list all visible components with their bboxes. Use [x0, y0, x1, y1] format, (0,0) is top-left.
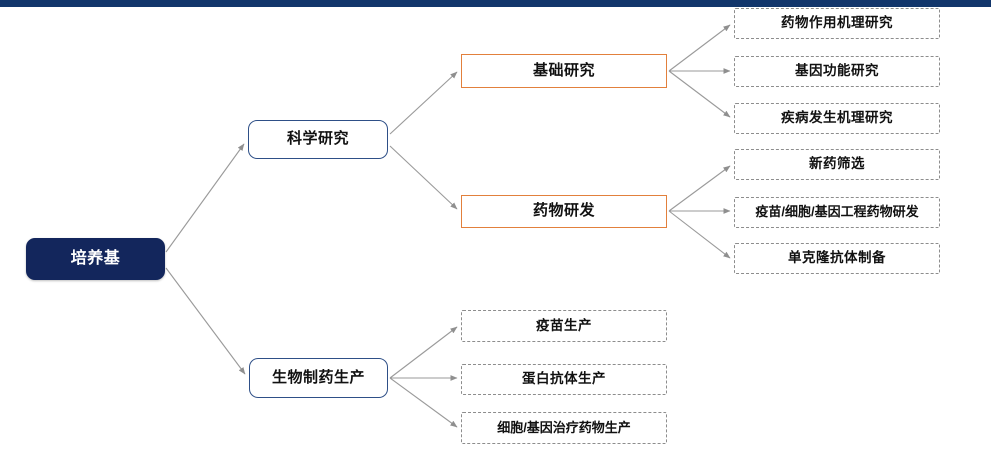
node-label: 新药筛选	[809, 156, 865, 172]
node-label: 生物制药生产	[271, 368, 365, 386]
node-drug[interactable]: 药物研发	[461, 195, 667, 228]
node-sci[interactable]: 科学研究	[248, 120, 388, 159]
node-label: 药物作用机理研究	[781, 15, 893, 31]
node-label: 单克隆抗体制备	[788, 250, 886, 266]
node-basic[interactable]: 基础研究	[461, 54, 667, 88]
node-l1[interactable]: 药物作用机理研究	[734, 8, 940, 39]
node-l3[interactable]: 疾病发生机理研究	[734, 103, 940, 134]
node-label: 疫苗生产	[536, 317, 592, 333]
node-l2[interactable]: 基因功能研究	[734, 56, 940, 87]
node-l9[interactable]: 细胞/基因治疗药物生产	[461, 412, 667, 444]
connector-basic-to-l3	[668, 70, 731, 118]
node-l7[interactable]: 疫苗生产	[461, 310, 667, 342]
node-l4[interactable]: 新药筛选	[734, 149, 940, 180]
node-root[interactable]: 培养基	[26, 238, 165, 280]
connector-bio-to-l7	[389, 326, 458, 379]
node-l5[interactable]: 疫苗/细胞/基因工程药物研发	[734, 197, 940, 228]
node-label: 培养基	[70, 250, 121, 268]
connector-sci-to-basic	[389, 71, 458, 135]
node-label: 药物研发	[532, 202, 595, 220]
connector-root-to-sci	[165, 143, 245, 253]
node-label: 蛋白抗体生产	[522, 371, 606, 387]
connector-drug-to-l6	[668, 210, 731, 259]
node-label: 科学研究	[286, 130, 349, 148]
connector-bio-to-l9	[389, 377, 458, 428]
node-label: 疫苗/细胞/基因工程药物研发	[755, 204, 919, 220]
connector-sci-to-drug	[389, 145, 458, 210]
node-l6[interactable]: 单克隆抗体制备	[734, 243, 940, 274]
node-label: 疾病发生机理研究	[781, 110, 893, 126]
node-label: 细胞/基因治疗药物生产	[497, 419, 631, 435]
node-label: 基因功能研究	[795, 63, 879, 79]
connector-root-to-bio	[165, 267, 246, 375]
top-accent-bar	[0, 0, 991, 7]
connector-drug-to-l4	[668, 165, 731, 212]
node-bio[interactable]: 生物制药生产	[249, 358, 388, 398]
node-label: 基础研究	[532, 61, 595, 79]
node-l8[interactable]: 蛋白抗体生产	[461, 364, 667, 395]
connector-basic-to-l1	[668, 24, 731, 72]
